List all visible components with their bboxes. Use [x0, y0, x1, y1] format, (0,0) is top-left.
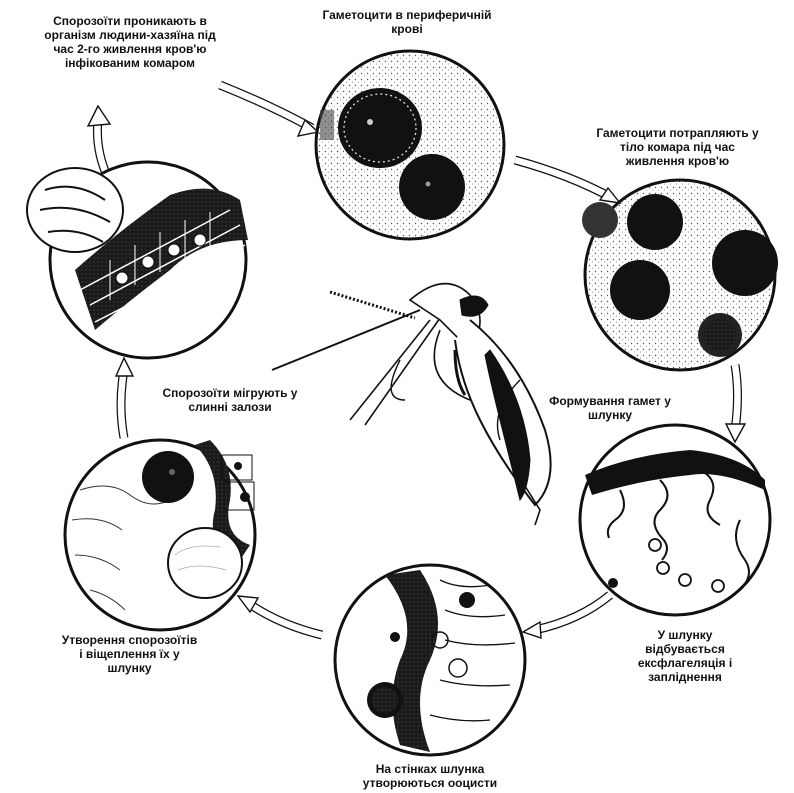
caption-gamete-formation: Формування гамет у шлунку: [535, 394, 685, 422]
caption-exflagellation: У шлунку відбувається ексфлагеляція і за…: [620, 628, 750, 684]
caption-gametocytes-mosquito: Гаметоцити потрапляють у тіло комара під…: [570, 126, 785, 168]
blood-gametocytes-icon: [316, 51, 504, 239]
sporozoite-release-icon: [65, 440, 255, 630]
caption-sporozoite-migration: Спорозоїти мігрують у слинні залози: [140, 386, 320, 414]
caption-oocysts: На стінках шлунка утворюються ооцисти: [340, 762, 520, 790]
caption-gametocytes-blood: Гаметоцити в периферичній крові: [300, 8, 514, 36]
caption-sporozoite-entry: Спорозоїти проникають в організм людини-…: [16, 14, 244, 70]
salivary-gland-icon: [27, 162, 248, 358]
exflagellation-icon: [580, 425, 770, 615]
oocyst-icon: [335, 565, 525, 755]
caption-sporozoite-formation: Утворення спорозоїтів і віщеплення їх у …: [42, 633, 217, 675]
mosquito-gametocytes-icon: [582, 180, 778, 370]
